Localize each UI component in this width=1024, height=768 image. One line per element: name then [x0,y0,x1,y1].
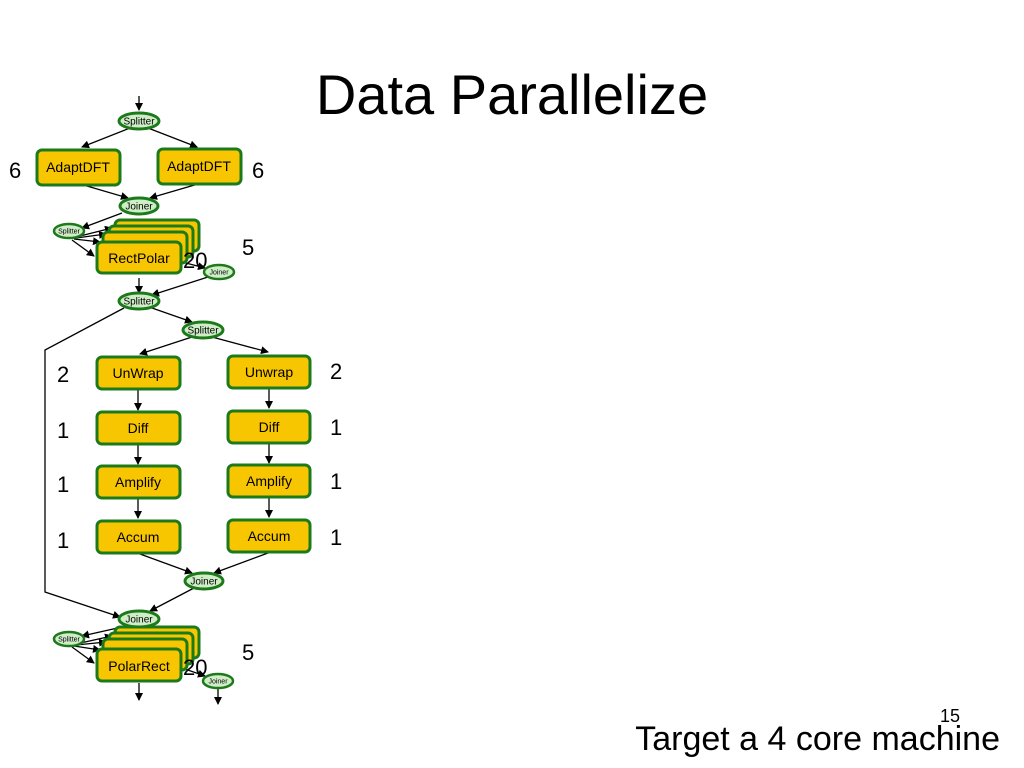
edge-splitter2-bypass [44,307,125,619]
splitter-3: Splitter [181,320,225,340]
slide-title: Data Parallelize [315,63,709,126]
filter-accum-right-label: Accum [248,528,291,544]
weight-adaptdft-left: 6 [9,158,21,183]
filter-accum-left-label: Accum [117,529,160,545]
filter-unwrap-right: Unwrap [226,354,312,390]
joiner-3: Joiner [117,609,161,629]
weights: 6 6 5 20 2 2 1 1 1 1 1 1 5 20 [9,158,342,680]
polar-splitter: Splitter [52,630,86,648]
edge-rect-fan-3 [73,237,101,246]
top-splitter: Splitter [117,111,161,131]
filter-adaptdft-right-label: AdaptDFT [167,158,231,174]
filter-diff-right: Diff [226,409,312,445]
weight-rectpolar-copies: 20 [183,248,207,273]
filter-polarrect-stack: PolarRect [95,625,201,683]
filter-amplify-right: Amplify [226,463,312,499]
rect-joiner-label: Joiner [209,270,229,277]
rect-splitter: Splitter [52,222,86,240]
edge-joiner2-to-joiner3 [149,587,195,612]
splitter-2-label: Splitter [123,297,155,308]
filter-diff-left-label: Diff [128,420,149,436]
filter-amplify-left: Amplify [95,464,182,500]
page-number: 15 [940,706,961,726]
filter-rectpolar-stack: RectPolar [95,218,201,275]
edge-splitter3-to-unwrap-right [211,336,269,355]
edge-splitter-to-adaptdft-right [147,127,198,149]
joiner-3-label: Joiner [125,615,153,626]
filter-adaptdft-left: AdaptDFT [35,148,122,187]
edge-rect-joiner-out [151,276,209,297]
filter-adaptdft-right: AdaptDFT [156,147,243,186]
weight-diff-right: 1 [330,415,342,440]
slide-footer-text: Target a 4 core machine [635,720,1000,758]
filter-unwrap-left-label: UnWrap [112,365,163,381]
filter-unwrap-left: UnWrap [95,355,182,391]
weight-unwrap-right: 2 [330,359,342,384]
joiner-2-label: Joiner [190,577,218,588]
filter-diff-left: Diff [95,410,182,446]
edge-rect-fan-4 [71,239,95,257]
rect-joiner: Joiner [202,263,236,281]
rect-splitter-label: Splitter [58,229,80,236]
weight-polarrect-copies: 20 [183,655,207,680]
joiner-2: Joiner [183,571,225,591]
filter-adaptdft-left-label: AdaptDFT [46,159,110,175]
joiner-1-label: Joiner [125,202,153,213]
weight-amplify-right: 1 [330,469,342,494]
polar-joiner: Joiner [201,672,235,690]
edge-splitter2-to-splitter3 [151,307,193,324]
edge-accum-left-to-joiner2 [139,553,193,575]
filter-accum-left: Accum [95,519,182,555]
filter-amplify-right-label: Amplify [246,473,292,489]
filter-polarrect-label: PolarRect [108,658,170,674]
filter-rectpolar-label: RectPolar [108,250,170,266]
splitter-3-label: Splitter [187,326,219,337]
polar-splitter-label: Splitter [58,637,80,644]
weight-rectpolar: 5 [242,235,254,260]
edge-polar-fan-3 [73,644,101,653]
joiner-1: Joiner [118,196,160,216]
filter-diff-right-label: Diff [259,419,280,435]
edge-joiner-to-rect-splitter [81,212,123,230]
edge-accum-right-to-joiner2 [213,552,269,575]
filter-accum-right: Accum [226,518,312,554]
edge-splitter3-to-unwrap-left [139,336,193,356]
edge-splitter-to-adaptdft-left [81,127,131,149]
polar-joiner-label: Joiner [208,679,228,686]
edge-rect-fan-2 [75,230,107,239]
filter-unwrap-right-label: Unwrap [245,364,293,380]
edge-polar-fan-4 [71,646,95,664]
weight-polarrect: 5 [242,640,254,665]
edges [44,96,273,705]
weight-accum-right: 1 [330,525,342,550]
weight-adaptdft-right: 6 [252,158,264,183]
weight-unwrap-left: 2 [57,362,69,387]
edge-adaptdft-right-to-joiner [149,183,199,200]
filter-amplify-left-label: Amplify [115,474,161,490]
weight-amplify-left: 1 [57,472,69,497]
weight-accum-left: 1 [57,528,69,553]
splitter-2: Splitter [117,291,161,311]
weight-diff-left: 1 [57,418,69,443]
top-splitter-label: Splitter [123,117,155,128]
